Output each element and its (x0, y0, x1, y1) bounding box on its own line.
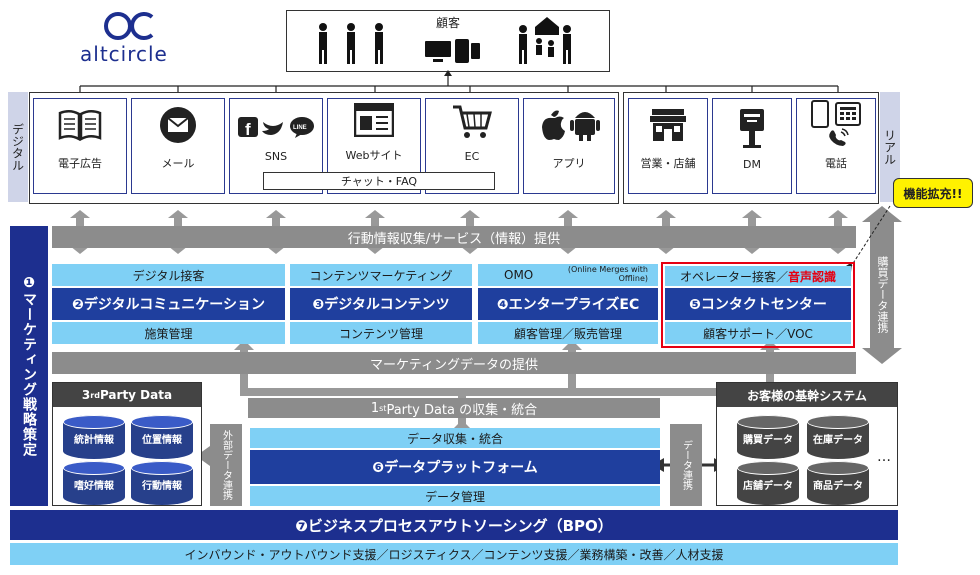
data-link-label: データ連携 (680, 440, 692, 490)
module-main: ❷デジタルコミュニケーション (52, 288, 285, 320)
channel-dm: DM (712, 98, 792, 194)
module-top-note: (Online Merges with Offline) (567, 265, 648, 283)
channel-label: アプリ (552, 157, 586, 170)
data-cylinder: 行動情報 (131, 461, 193, 505)
sns-icon: f LINE (238, 117, 314, 138)
logo-mark-icon (104, 12, 154, 40)
cylinder-label: 商品データ (813, 481, 863, 492)
channel-label: 電話 (825, 157, 847, 170)
data-link: データ連携 (670, 424, 702, 506)
data-cylinder: 統計情報 (63, 415, 125, 459)
core-system-title: お客様の基幹システム (717, 383, 897, 407)
external-data-link: 外部データ連携 (210, 424, 242, 506)
module-digital-communication: デジタル接客 ❷デジタルコミュニケーション 施策管理 (52, 264, 285, 346)
svg-text:f: f (245, 120, 251, 138)
bpo-services: インバウンド・アウトバウンド支援／ロジスティクス／コンテンツ支援／業務構築・改善… (10, 543, 898, 565)
third-party-title-sup: rd (90, 390, 100, 400)
third-party-title-rest: Party Data (99, 388, 173, 402)
first-party-sup: st (379, 403, 387, 413)
website-icon (354, 103, 394, 137)
cart-icon (453, 105, 492, 138)
data-cylinder: 商品データ (807, 461, 869, 505)
app-icon (542, 110, 600, 141)
module-top: OMO (Online Merges with Offline) (478, 264, 658, 286)
first-party-prefix: 1 (370, 400, 380, 416)
people-icon (319, 17, 571, 64)
data-cylinder: 購買データ (737, 415, 799, 459)
data-cylinder: 嗜好情報 (63, 461, 125, 505)
channel-label: Webサイト (345, 149, 403, 162)
module-top-label: OMO (504, 268, 534, 282)
channel-app: アプリ (523, 98, 615, 194)
module-main: ❹エンタープライズEC (478, 288, 658, 320)
bpo-bar: ❼ビジネスプロセスアウトソーシング（BPO） (10, 510, 898, 540)
svg-text:LINE: LINE (293, 125, 307, 131)
core-system-panel: お客様の基幹システム 購買データ 在庫データ 店舗データ 商品データ … (716, 382, 898, 506)
behavior-collection-band: 行動情報収集/サービス（情報）提供 (52, 226, 856, 248)
module-top: デジタル接客 (52, 264, 285, 286)
mailbox-icon (740, 109, 764, 148)
mail-icon (160, 107, 196, 143)
channel-label: DM (743, 158, 761, 171)
cylinder-label: 在庫データ (813, 435, 863, 446)
module-data-platform: データ収集・統合 ❻データプラットフォーム データ管理 (250, 428, 660, 506)
module-bottom: 施策管理 (52, 322, 285, 344)
channel-label: SNS (264, 150, 288, 163)
module-main: ❻データプラットフォーム (250, 450, 660, 484)
logo: altcircle (72, 8, 182, 68)
channel-label: EC (464, 150, 480, 163)
data-cylinder: 店舗データ (737, 461, 799, 505)
cylinder-label: 嗜好情報 (74, 481, 114, 492)
store-icon (650, 109, 686, 141)
first-party-rest: Party Data の収集・統合 (386, 402, 538, 418)
cylinder-label: 購買データ (743, 435, 793, 446)
phone-icon (811, 100, 861, 146)
channel-label: 電子広告 (58, 157, 102, 170)
channel-digital-ad: 電子広告 (33, 98, 127, 194)
book-icon (58, 110, 102, 141)
cylinder-label: 行動情報 (142, 481, 182, 492)
customer-label: 顧客 (435, 16, 460, 30)
customer-box: 顧客 (286, 10, 610, 72)
module-top: オペレーター接客／音声認識 (665, 266, 851, 286)
module-enterprise-ec: OMO (Online Merges with Offline) ❹エンタープラ… (478, 264, 658, 346)
module-top: コンテンツマーケティング (290, 264, 472, 286)
module-bottom: データ管理 (250, 486, 660, 506)
purchase-data-link-label: 購買データ連携 (876, 255, 889, 333)
data-cylinder: 在庫データ (807, 415, 869, 459)
cylinder-label: 統計情報 (74, 435, 114, 446)
module-bottom: 顧客サポート／VOC (665, 322, 851, 344)
channel-label: 営業・店舗 (640, 157, 696, 170)
channel-phone: 電話 (796, 98, 876, 194)
module-top-label: オペレーター接客／ (679, 269, 788, 284)
logo-text: altcircle (80, 42, 168, 66)
module-main: ❺コンタクトセンター (665, 288, 851, 320)
channel-email: メール (131, 98, 225, 194)
core-system-ellipsis: … (877, 449, 891, 465)
module-contact-center: オペレーター接客／音声認識 ❺コンタクトセンター 顧客サポート／VOC (661, 262, 855, 348)
channel-label: メール (161, 157, 195, 170)
module-bottom: コンテンツ管理 (290, 322, 472, 344)
marketing-data-band: マーケティングデータの提供 (52, 352, 856, 374)
cylinder-label: 位置情報 (142, 435, 182, 446)
module-top: データ収集・統合 (250, 428, 660, 448)
marketing-strategy-bar: ❶マーケティング戦略策定 (10, 226, 48, 506)
marketing-strategy-label: ❶マーケティング戦略策定 (21, 275, 37, 457)
module-digital-contents: コンテンツマーケティング ❸デジタルコンテンツ コンテンツ管理 (290, 264, 472, 346)
module-top-highlight: 音声認識 (788, 269, 837, 284)
digital-side-label: デジタル (8, 92, 28, 202)
channel-store: 営業・店舗 (628, 98, 708, 194)
module-main: ❸デジタルコンテンツ (290, 288, 472, 320)
third-party-title-prefix: 3 (81, 388, 91, 402)
data-cylinder: 位置情報 (131, 415, 193, 459)
feature-expansion-callout: 機能拡充!! (893, 178, 973, 208)
chat-faq-bar: チャット・FAQ (263, 172, 495, 190)
cylinder-label: 店舗データ (743, 481, 793, 492)
real-side-label: リアル (880, 92, 900, 202)
module-bottom: 顧客管理／販売管理 (478, 322, 658, 344)
external-data-link-label: 外部データ連携 (220, 430, 232, 500)
